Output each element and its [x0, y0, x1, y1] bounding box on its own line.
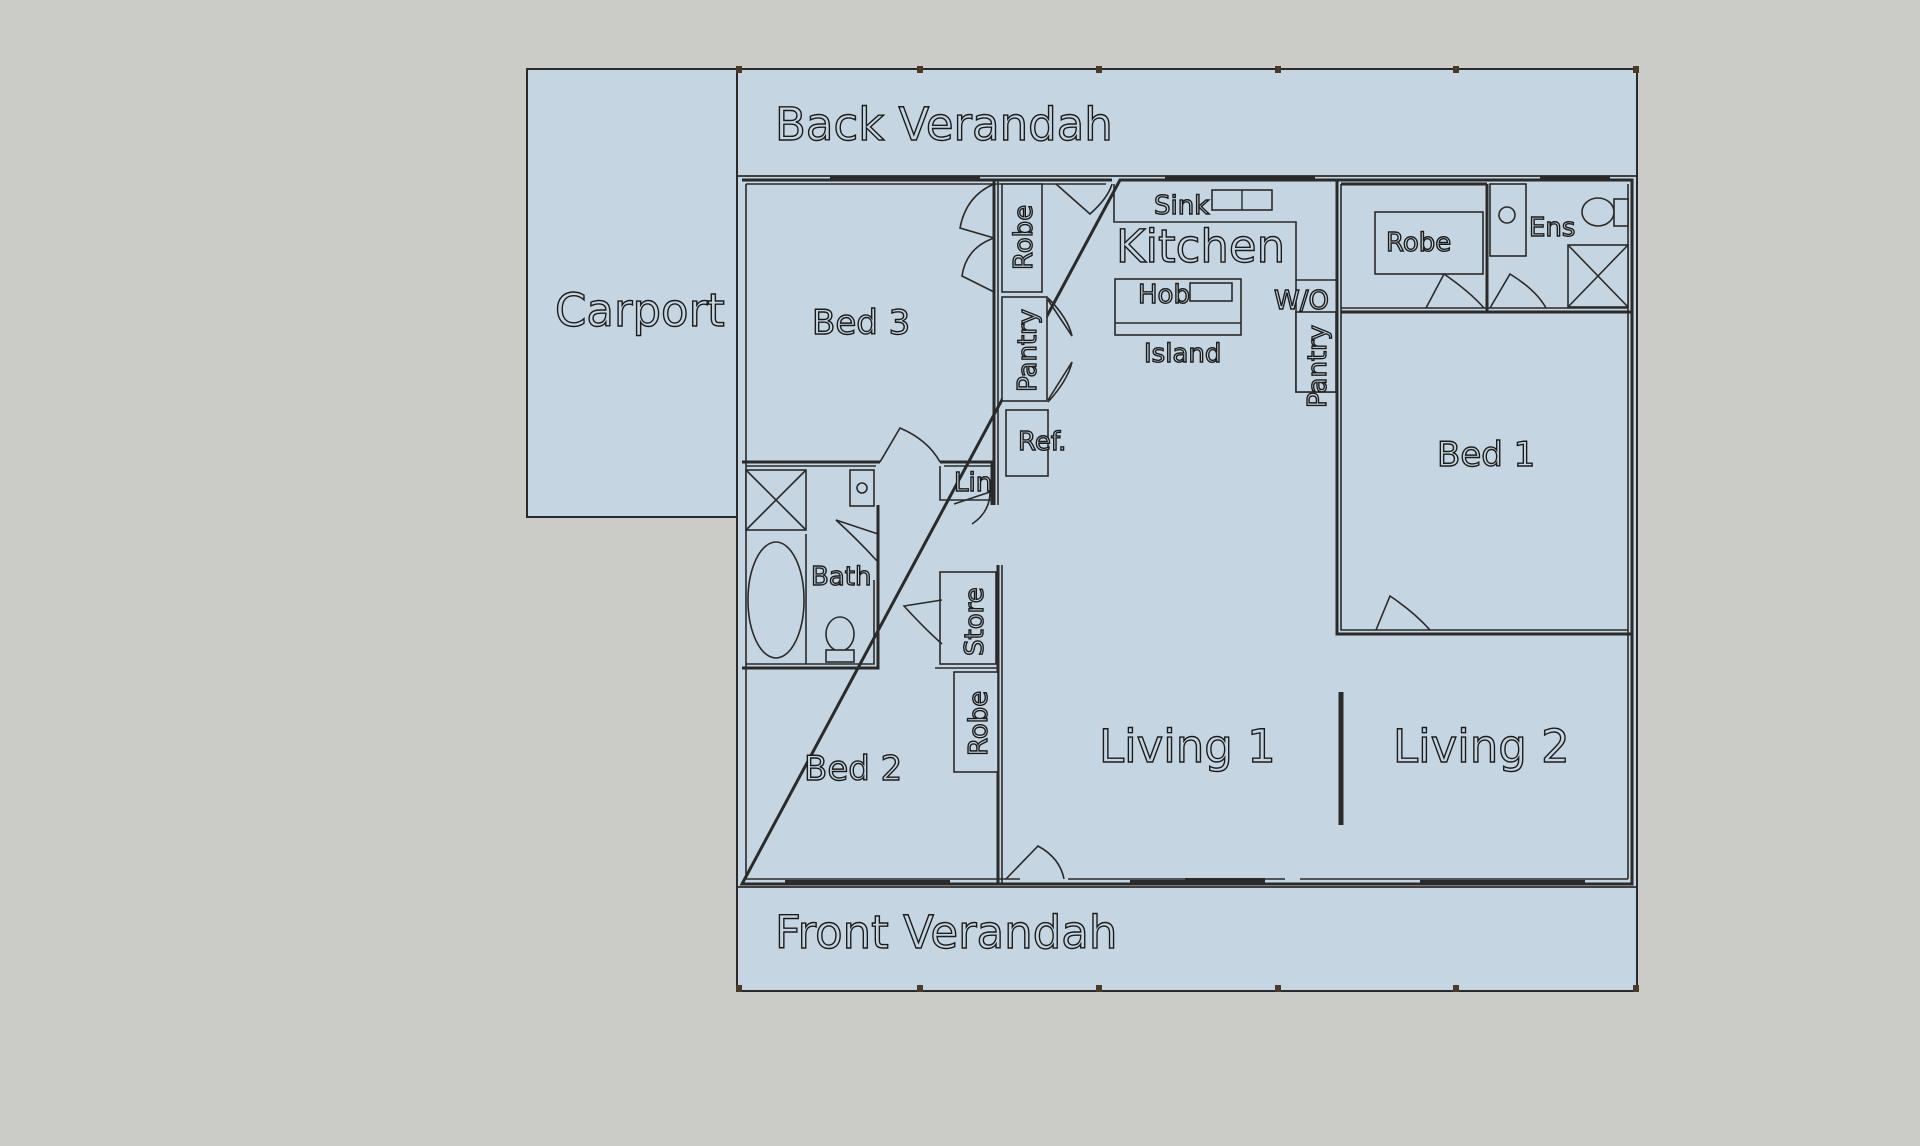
label-living-2: Living 2: [1393, 720, 1570, 773]
ensuite-toilet-icon: [1581, 197, 1615, 227]
store-box: [939, 571, 997, 665]
label-bed-3: Bed 3: [812, 303, 910, 343]
label-ref: Ref.: [1018, 427, 1066, 457]
label-back-verandah: Back Verandah: [775, 98, 1113, 151]
robe-bed2-box: [953, 671, 999, 773]
bathtub-icon: [747, 541, 805, 659]
internal-walls: [742, 180, 1632, 884]
pantry-left-box: [1001, 296, 1048, 402]
label-kitchen: Kitchen: [1116, 220, 1285, 273]
pantry-right-box: [1295, 311, 1337, 393]
label-hob: Hob: [1138, 280, 1190, 310]
label-store: Store: [960, 587, 990, 656]
label-bed-1: Bed 1: [1437, 435, 1535, 475]
label-pantry-right: Pantry: [1303, 325, 1333, 408]
bath-basin-icon: [849, 469, 875, 507]
label-lin: Lin: [954, 468, 992, 498]
verandah-posts: [736, 66, 1639, 992]
door-swings: [835, 183, 1547, 880]
hob-icon: [1189, 282, 1233, 302]
bath-toilet-icon: [825, 616, 855, 652]
label-bath: Bath: [811, 562, 871, 592]
label-robe-bed2: Robe: [964, 691, 994, 756]
label-robe-bed3: Robe: [1009, 205, 1039, 270]
label-ensuite: Ens: [1529, 213, 1575, 243]
label-living-1: Living 1: [1099, 720, 1276, 773]
front-windows: [785, 878, 1585, 884]
label-island: Island: [1144, 339, 1221, 369]
carport-area: [526, 68, 741, 518]
label-walk-in: W/O: [1274, 286, 1329, 316]
robe-bed1-box: [1374, 211, 1484, 275]
label-pantry-left: Pantry: [1013, 309, 1043, 392]
kitchen-island: [1114, 278, 1242, 336]
label-sink: Sink: [1154, 191, 1209, 221]
label-robe-bed1: Robe: [1386, 228, 1451, 258]
label-front-verandah: Front Verandah: [775, 906, 1117, 959]
robe-bed3-box: [1001, 183, 1043, 293]
ref-box: [1005, 409, 1049, 477]
label-carport: Carport: [555, 284, 725, 337]
label-bed-2: Bed 2: [804, 749, 902, 789]
